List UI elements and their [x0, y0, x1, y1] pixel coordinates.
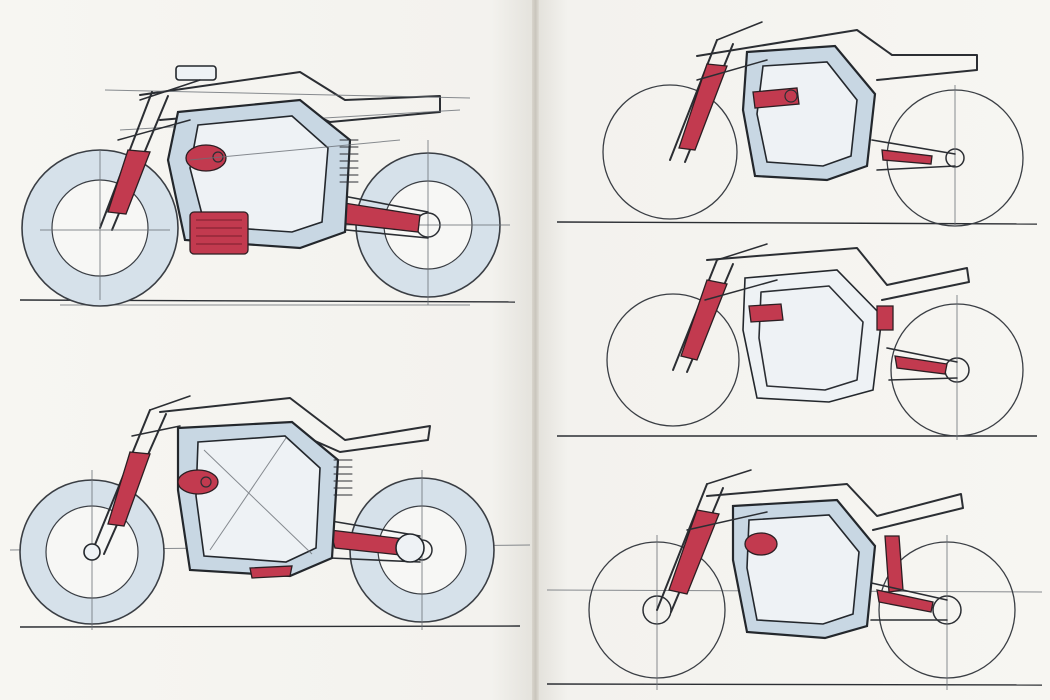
book-gutter — [532, 0, 539, 700]
sketch-middle-right — [557, 243, 1037, 440]
sketch-top-left — [19, 65, 516, 307]
sketch-bottom-left — [9, 395, 531, 630]
sketch-bottom-right — [546, 469, 1043, 690]
sketch-top-right — [556, 21, 1038, 227]
